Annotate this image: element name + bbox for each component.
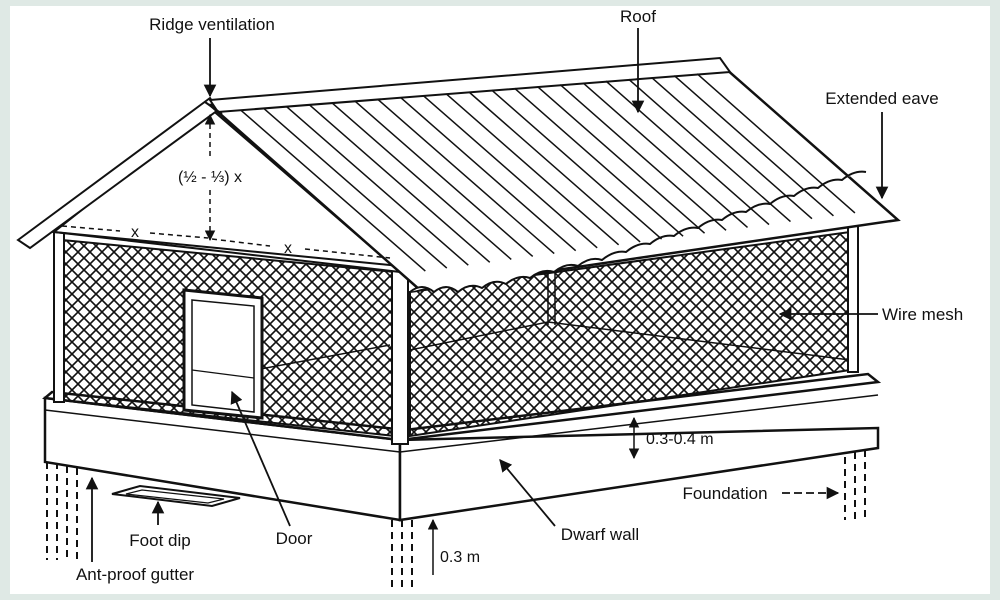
- label-x-left: x: [131, 224, 139, 241]
- roof-corrugation-line: [468, 91, 641, 243]
- roof-corrugation-line: [240, 109, 426, 272]
- roof-corrugation-line: [263, 107, 448, 269]
- label-roof: Roof: [620, 7, 656, 26]
- interior-lines: [254, 272, 851, 371]
- label-extended-eave: Extended eave: [825, 89, 938, 108]
- roof-corrugation-line: [559, 84, 727, 231]
- roof-corrugation-line: [377, 98, 555, 255]
- label-foot-dip: Foot dip: [129, 531, 190, 550]
- label-x-right: x: [284, 240, 292, 257]
- roof-corrugation-line: [285, 105, 469, 266]
- roof-corrugation-line: [445, 93, 620, 246]
- roof-corrugation-line: [422, 95, 598, 249]
- foot-dip: [111, 484, 241, 508]
- label-foundation-depth: 0.3 m: [440, 549, 480, 566]
- roof-corrugation-line: [308, 104, 491, 263]
- roof-corrugation-line: [628, 78, 791, 223]
- foundation-posts: [46, 438, 866, 590]
- roof-corrugation-line: [651, 76, 813, 220]
- label-wall-height: 0.3-0.4 m: [646, 431, 714, 448]
- label-foundation: Foundation: [682, 484, 767, 503]
- label-ridge-ventilation: Ridge ventilation: [149, 15, 275, 34]
- label-wire-mesh: Wire mesh: [882, 305, 963, 324]
- roof-corrugation-line: [536, 85, 706, 234]
- roof-corrugation-line: [696, 73, 856, 214]
- roof-corrugation-line: [673, 75, 834, 217]
- dimension-lines: [61, 113, 640, 575]
- leader-arrows: [85, 28, 889, 562]
- roof-corrugation-line: [491, 89, 663, 240]
- roof-corrugation-line: [354, 100, 534, 258]
- door: [182, 288, 264, 420]
- label-door: Door: [276, 529, 313, 548]
- label-ridge-height: (½ - ⅓) x: [178, 169, 242, 186]
- roof-corrugation-line: [514, 87, 684, 237]
- roof-corrugation-line: [582, 82, 749, 228]
- roof: [206, 56, 901, 294]
- roof-corrugation-line: [400, 96, 577, 252]
- label-dwarf-wall: Dwarf wall: [561, 525, 639, 544]
- roof-corrugation-line: [331, 102, 512, 260]
- label-ant-proof-gutter: Ant-proof gutter: [76, 565, 194, 584]
